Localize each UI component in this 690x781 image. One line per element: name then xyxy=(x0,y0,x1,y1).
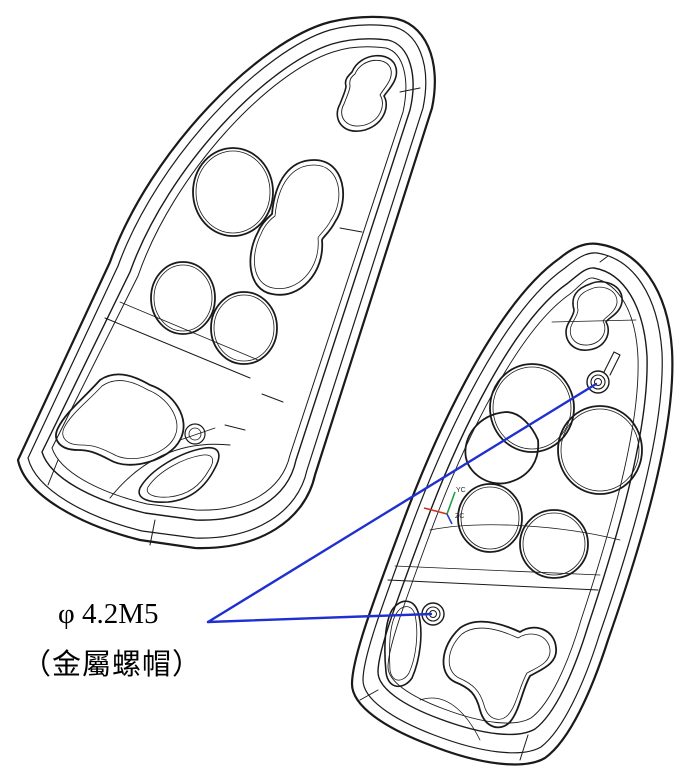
left-part-hole-3 xyxy=(150,261,216,335)
left-part-boss-inner xyxy=(188,427,202,441)
callout-material-label: （金屬螺帽） xyxy=(22,649,203,681)
axis-yc-label: YC xyxy=(456,487,466,494)
left-part-hole-4-inner xyxy=(213,294,275,362)
right-part-side-pocket-inner xyxy=(389,606,418,681)
left-part-seam-7 xyxy=(149,519,156,546)
right-part-hole-1-inner xyxy=(492,366,572,450)
left-part-inner-wall-2 xyxy=(51,46,407,511)
right-part-peanut-slot-inner xyxy=(569,286,618,346)
left-part-seam-3 xyxy=(261,393,284,403)
left-part-side-pocket-inner xyxy=(146,454,214,498)
right-part-hole-5 xyxy=(519,509,589,579)
right-part-hole-1 xyxy=(489,363,575,453)
right-part-hole-4-inner xyxy=(460,486,520,550)
right-part-hole-4 xyxy=(457,483,523,553)
leader-lines xyxy=(206,382,598,624)
right-part-hole-3 xyxy=(557,405,643,495)
left-part-outer-edge-2 xyxy=(27,24,427,539)
right-part-outer-edge xyxy=(350,242,674,766)
left-part-seam-6 xyxy=(224,424,246,431)
right-part-hole-2 xyxy=(464,411,540,485)
left-part xyxy=(16,15,436,550)
right-part xyxy=(350,242,674,766)
right-part-curve-2 xyxy=(419,697,481,741)
right-part-heel-cutout-inner xyxy=(448,627,551,720)
left-part-pocket-arc xyxy=(109,443,231,499)
left-part-boss xyxy=(184,423,206,445)
left-part-hole-4 xyxy=(210,291,278,365)
left-part-seam-2 xyxy=(339,227,363,233)
left-part-boss-line xyxy=(179,427,216,441)
left-part-seam-4 xyxy=(104,317,251,379)
left-part-hole-2-inner xyxy=(254,164,340,290)
right-part-nut-top-hole xyxy=(594,378,602,386)
axis-triad: YC ZC xyxy=(423,487,466,525)
left-part-side-pocket xyxy=(138,446,220,503)
left-part-seam-5 xyxy=(119,301,259,361)
right-part-nut-top-ring xyxy=(590,374,606,390)
right-part-seam-6 xyxy=(519,734,529,761)
right-part-seam-3 xyxy=(551,319,637,323)
axis-x-line xyxy=(423,507,448,515)
right-part-inner-wall-2 xyxy=(387,277,639,724)
right-part-peanut-slot xyxy=(565,280,623,351)
left-part-peanut-slot-inner xyxy=(341,59,392,127)
axis-y-line xyxy=(446,491,456,515)
left-part-seam-1 xyxy=(399,87,421,93)
left-part-hole-2 xyxy=(249,159,344,296)
callout-size-label: φ 4.2M5 xyxy=(58,598,159,630)
left-part-outer-edge xyxy=(16,15,436,550)
right-part-hole-3-inner xyxy=(560,408,640,492)
right-part-outer-edge-2 xyxy=(362,252,663,754)
left-part-inner-wall xyxy=(41,38,414,521)
left-part-hole-1 xyxy=(192,147,274,237)
right-part-nut-top-tab xyxy=(603,351,621,376)
right-part-seam-1 xyxy=(387,579,599,591)
right-part-side-pocket xyxy=(384,600,422,688)
left-part-seam-8 xyxy=(47,459,59,486)
right-part-heel-cutout xyxy=(442,620,557,729)
right-part-hole-5-inner xyxy=(522,512,586,576)
left-part-peanut-slot xyxy=(336,54,398,132)
left-part-heel-cutout-inner xyxy=(62,380,178,459)
right-part-inner-wall xyxy=(377,267,648,736)
axis-zc-label: ZC xyxy=(455,513,464,520)
right-part-seam-2 xyxy=(394,565,601,576)
left-part-hole-3-inner xyxy=(153,264,213,332)
leader-to-bottom-nut xyxy=(206,612,433,624)
left-part-hole-1-inner xyxy=(195,150,271,234)
right-part-nut-top xyxy=(586,370,610,394)
axis-z-line xyxy=(446,513,453,525)
left-part-heel-cutout xyxy=(55,373,185,466)
right-part-seam-4 xyxy=(599,255,609,263)
leader-to-top-nut xyxy=(206,382,598,624)
right-part-seam-5 xyxy=(359,689,379,701)
